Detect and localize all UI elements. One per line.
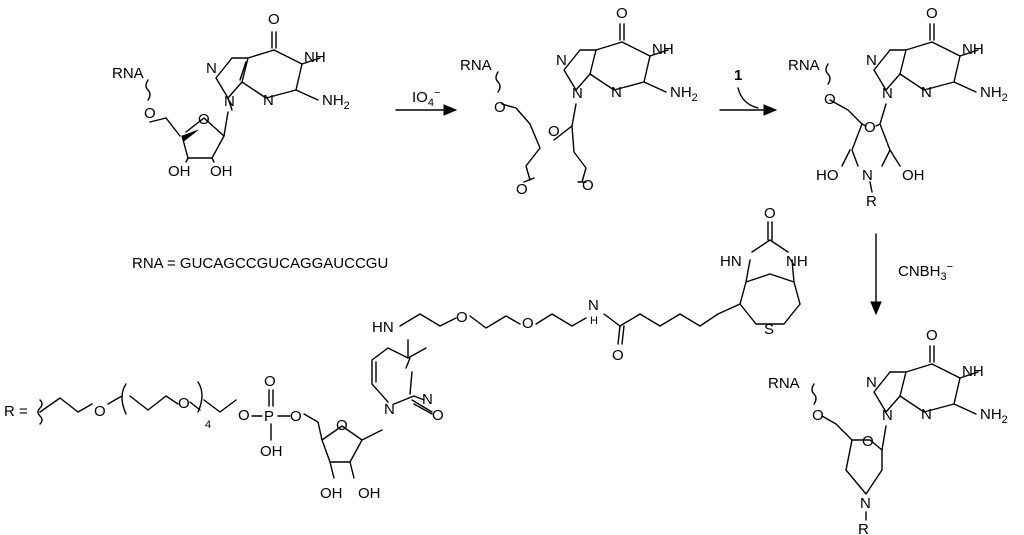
atom-n: N xyxy=(866,52,877,69)
rna-sequence: RNA = GUCAGCCGUCAGGAUCCGU xyxy=(132,255,388,272)
ring-oxygen: O xyxy=(864,119,876,136)
r-group-definition: R = O O 4 O P O OH O O OH OH xyxy=(4,205,808,502)
hydroxyl: OH xyxy=(358,485,381,502)
ring-oxygen: O xyxy=(336,417,348,434)
atom-n: N xyxy=(866,374,877,391)
r-equals-label: R = xyxy=(4,403,28,420)
urea-o: O xyxy=(764,205,776,222)
peg-linker: O O N H O xyxy=(399,297,719,364)
atom-o: O xyxy=(616,5,628,22)
guanine-base-3: O N NH N N NH2 xyxy=(866,5,1008,104)
guanine-base-4: O N NH N N NH2 xyxy=(866,327,1008,426)
hydroxyl: OH xyxy=(260,443,283,460)
guanosine-rna-start: O N NH N N NH2 O OH OH O RNA xyxy=(112,11,350,180)
urea-nh: NH xyxy=(786,253,808,270)
atom-n: N xyxy=(263,92,274,109)
arrow-reduction: CNBH3− xyxy=(870,233,953,316)
atom-o: O xyxy=(926,5,938,22)
atom-o: O xyxy=(812,407,824,424)
ring-oxygen: O xyxy=(198,111,210,128)
arrow-periodate: IO4− xyxy=(395,87,458,116)
atom-o: O xyxy=(290,408,302,425)
hydroxyl: HO xyxy=(816,167,839,184)
carbonyl-o: O xyxy=(432,407,444,424)
morpholino-final-product: O N NH N N NH2 O N R O RNA xyxy=(768,327,1008,535)
atom-n: N xyxy=(422,391,433,408)
atom-o: O xyxy=(522,315,534,332)
atom-o: O xyxy=(94,403,106,420)
atom-n: N xyxy=(882,85,893,102)
atom-n: N xyxy=(921,406,932,423)
hydroxyl: OH xyxy=(210,163,233,180)
reductant-label: CNBH3− xyxy=(898,261,953,283)
repeat-count: 4 xyxy=(205,419,211,431)
biotin-moiety: S HN NH O xyxy=(717,205,808,338)
arrow-reagent-1: 1 xyxy=(719,67,778,116)
r-group: R xyxy=(866,193,877,210)
atom-n: N xyxy=(921,84,932,101)
guanine-base-2: O N NH N N NH2 xyxy=(556,5,698,104)
hydroxyl: OH xyxy=(320,485,343,502)
guanine-base-1: O N NH N N NH2 xyxy=(206,11,350,112)
amide-nh: HN xyxy=(372,319,394,336)
urea-nh: HN xyxy=(720,253,742,270)
ring-nitrogen: N xyxy=(862,167,873,184)
atom-n: N xyxy=(556,52,567,69)
ring-nitrogen: N xyxy=(860,495,871,512)
carbonyl-o: O xyxy=(612,347,624,364)
cytosine-base: N N O HN xyxy=(371,319,444,424)
atom-nh2: NH2 xyxy=(670,84,698,104)
atom-o: O xyxy=(926,327,938,344)
atom-o: O xyxy=(178,395,190,412)
reagent-1-label: 1 xyxy=(734,67,742,84)
atom-nh: NH xyxy=(652,41,674,58)
r-group: R xyxy=(858,521,869,535)
atom-o: O xyxy=(238,407,250,424)
atom-h: H xyxy=(590,315,598,327)
phosphorus: P xyxy=(264,408,274,425)
rna-label: RNA xyxy=(112,65,144,82)
atom-n: N xyxy=(588,297,599,314)
ribose-ring-1: O OH OH O RNA xyxy=(112,65,233,180)
periodate-label: IO4− xyxy=(412,87,440,109)
rna-label: RNA xyxy=(768,375,800,392)
rna-label: RNA xyxy=(460,57,492,74)
atom-o: O xyxy=(456,309,468,326)
hydroxyl: OH xyxy=(168,163,191,180)
atom-n: N xyxy=(572,85,583,102)
phosphoryl-o: O xyxy=(264,373,276,390)
atom-nh2: NH2 xyxy=(322,92,350,112)
atom-nh: NH xyxy=(962,41,984,58)
thiophane-s: S xyxy=(764,321,774,338)
ribose-ring-2: O OH OH xyxy=(320,417,383,502)
dialdehyde-intermediate: O N NH N N NH2 O O O O RNA xyxy=(460,5,698,198)
ether-oxygen: O xyxy=(548,123,560,140)
atom-nh: NH xyxy=(304,49,326,66)
atom-n: N xyxy=(882,407,893,424)
atom-o: O xyxy=(494,99,506,116)
atom-nh2: NH2 xyxy=(980,84,1008,104)
aldehyde-o: O xyxy=(582,177,594,194)
atom-n: N xyxy=(224,93,235,110)
atom-nh: NH xyxy=(962,363,984,380)
atom-n: N xyxy=(384,401,395,418)
ring-oxygen: O xyxy=(862,433,874,450)
atom-o: O xyxy=(268,11,280,28)
atom-n: N xyxy=(611,84,622,101)
atom-o: O xyxy=(824,91,836,108)
rna-label: RNA xyxy=(788,57,820,74)
atom-n: N xyxy=(206,60,217,77)
morpholine-diol-product: O N NH N N NH2 O N R HO OH O RNA xyxy=(788,5,1008,210)
atom-o: O xyxy=(144,105,156,122)
aldehyde-o: O xyxy=(516,181,528,198)
hydroxyl: OH xyxy=(902,167,925,184)
atom-nh2: NH2 xyxy=(980,406,1008,426)
